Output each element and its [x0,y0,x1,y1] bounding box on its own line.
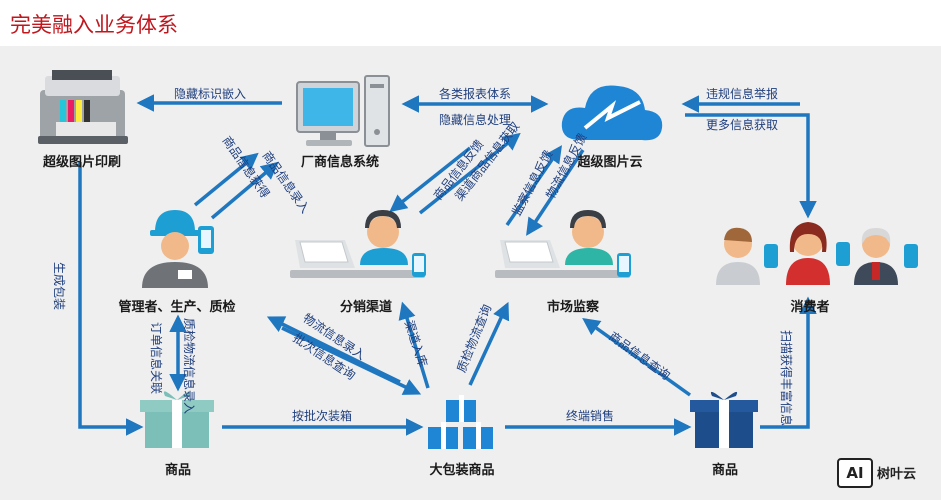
node-consumer: 消费者 [790,299,829,315]
arrow-generate-pack [78,162,144,436]
node-market: 市场监察 [547,299,600,315]
node-bulk-goods: 大包装商品 [429,462,494,478]
label-hidden-embed: 隐藏标识嵌入 [174,87,246,101]
worker-icon [142,210,214,288]
label-goods-query: 商品信息查询 [606,328,673,382]
node-printing: 超级图片印刷 [43,154,121,170]
arrow-monitor-feedback [505,145,562,226]
node-goods-left: 商品 [165,462,191,478]
label-scan-info: 扫描获得丰富信息 [779,330,794,426]
node-cloud: 超级图片云 [577,154,642,170]
label-hidden-process: 隐藏信息处理 [439,112,511,127]
label-channel-entry: 渠道入库 [402,318,431,368]
node-vendor-system: 厂商信息系统 [301,154,379,170]
arrow-channel-info [418,132,521,215]
label-generate-pack: 生成包装 [52,262,66,310]
arrow-goods-feedback [389,146,472,213]
watermark-logo: AI [837,458,873,488]
arrow-goods-query [582,317,692,397]
label-violation-report: 违规信息举报 [706,86,778,101]
consumers-icon [716,222,918,285]
label-batch-boxing: 按批次装箱 [292,408,352,423]
market-monitor-icon [495,210,631,278]
node-manager: 管理者、生产、质检 [118,299,235,315]
arrow-logistics-entry [266,316,401,384]
arrow-logistics-feedback [526,149,585,236]
gift-navy-icon [690,391,758,448]
gift-teal-icon [140,391,214,448]
node-distribution: 分销渠道 [340,299,392,315]
arrow-goods-info-get [193,152,259,207]
arrow-batch-check [281,326,422,395]
arrow-channel-entry [398,301,430,389]
printer-icon [38,70,128,144]
arrow-goods-info-entry [210,161,279,220]
label-order-link: 订单信息关联 [149,322,164,394]
label-more-info: 更多信息获取 [706,117,778,132]
arrow-scan-info [760,296,817,429]
distribution-agent-icon [290,210,426,278]
label-monitor-feedback: 监察信息反馈 [509,148,556,219]
label-qc-logistics: 质检物流信息录入 [182,318,197,414]
watermark: AI 树叶云 [837,456,937,490]
cloud-icon [561,85,663,141]
label-qc-query: 质检物流查询 [453,302,494,374]
label-terminal-sale: 终端销售 [566,408,614,423]
label-report-system: 各类报表体系 [439,86,511,101]
node-goods-right: 商品 [712,462,738,478]
gift-bulk-icon [428,395,493,449]
header: 完美融入业务体系 [0,0,941,46]
page-title: 完美融入业务体系 [10,13,178,37]
arrows [78,94,817,436]
arrow-more-info [685,113,817,219]
arrow-qc-query [468,301,510,386]
watermark-text: 树叶云 [877,467,917,482]
computer-icon [296,75,390,147]
